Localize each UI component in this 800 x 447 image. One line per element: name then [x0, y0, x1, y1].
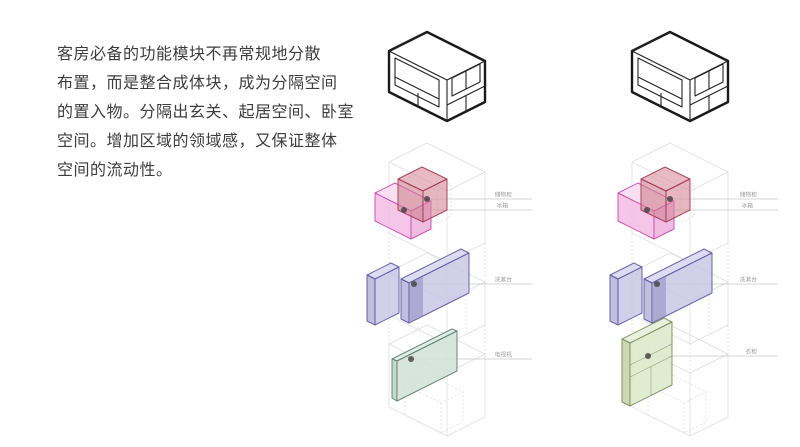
intro-line: 布置，而是整合成体块，成为分隔空间 — [57, 75, 338, 92]
module-label-wash: 洗漱台 — [494, 276, 512, 283]
intro-line: 空间的流动性。 — [57, 162, 173, 179]
node-dot — [401, 207, 407, 213]
washstand-module — [366, 248, 470, 326]
wardrobe-module — [621, 317, 673, 407]
exploded-diagram-scheme-b: 储物柜 冰箱 洗漱台 衣柜 — [608, 25, 783, 445]
node-dot — [654, 281, 660, 287]
module-label-wash: 洗漱台 — [739, 276, 757, 283]
node-dot — [411, 281, 417, 287]
isometric-drawing-a — [366, 30, 532, 437]
room-block-solid — [387, 30, 487, 123]
module-label-wardrobe: 衣柜 — [745, 348, 757, 355]
intro-line: 空间。增加区域的领域感，又保证整体 — [57, 133, 338, 150]
node-dot — [408, 356, 414, 362]
node-dot — [667, 196, 673, 202]
storage-fridge-module — [374, 166, 448, 240]
module-label-storage: 储物柜 — [739, 191, 757, 198]
washstand-module — [609, 248, 713, 326]
exploded-diagram-scheme-a: 储物柜 冰箱 洗漱台 电视机 — [365, 25, 540, 445]
intro-paragraph: 客房必备的功能模块不再常规地分散 布置，而是整合成体块，成为分隔空间 的置入物。… — [57, 40, 359, 185]
intro-line: 客房必备的功能模块不再常规地分散 — [57, 46, 322, 63]
tv-module — [391, 328, 458, 402]
intro-line: 的置入物。分隔出玄关、起居空间、卧室 — [57, 104, 355, 121]
storage-fridge-module — [617, 166, 691, 240]
room-block-solid — [630, 30, 730, 123]
node-dot — [645, 353, 651, 359]
module-label-fridge: 冰箱 — [741, 202, 753, 209]
module-label-tv: 电视机 — [494, 351, 512, 358]
node-dot — [644, 207, 650, 213]
node-dot — [424, 196, 430, 202]
isometric-drawing-b — [609, 30, 778, 437]
module-label-storage: 储物柜 — [494, 191, 512, 198]
module-label-fridge: 冰箱 — [496, 202, 508, 209]
